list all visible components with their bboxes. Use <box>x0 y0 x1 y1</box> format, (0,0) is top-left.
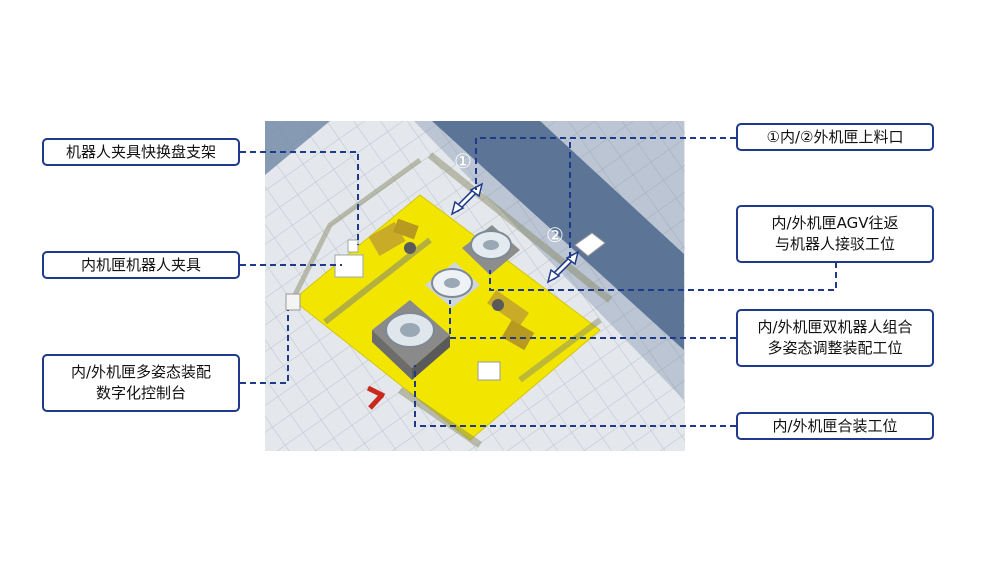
label-assembly-station: 内/外机匣合装工位 <box>736 412 934 440</box>
label-inner-gripper: 内机匣机器人夹具 <box>42 251 240 279</box>
leader-port-2 <box>569 137 736 260</box>
layout-render: ① ② <box>265 121 685 451</box>
axis-arrow <box>366 385 386 410</box>
control-console <box>285 293 301 311</box>
safety-fence <box>323 237 432 325</box>
robot-right <box>487 289 535 351</box>
label-loading-port: ①内/②外机匣上料口 <box>736 123 934 151</box>
label-tool-rack: 机器人夹具快换盘支架 <box>42 138 240 166</box>
leader-port-1 <box>475 137 736 190</box>
leader-agv <box>489 262 837 291</box>
tool-rack <box>334 254 364 278</box>
wall-band <box>414 121 684 400</box>
leader-tool-rack <box>240 151 359 245</box>
label-console: 内/外机匣多姿态装配 数字化控制台 <box>42 354 240 412</box>
port-marker-1: ① <box>454 149 472 173</box>
loading-arrow-2 <box>546 250 580 284</box>
leader-assembly <box>414 365 736 427</box>
leader-dual-robot <box>449 300 736 339</box>
leader-console <box>240 310 289 384</box>
robot-left <box>368 218 419 257</box>
port-marker-2: ② <box>546 223 564 247</box>
label-dual-robot-station: 内/外机匣双机器人组合 多姿态调整装配工位 <box>736 309 934 367</box>
label-agv-station: 内/外机匣AGV往返 与机器人接驳工位 <box>736 205 934 263</box>
leader-lines <box>240 137 837 427</box>
